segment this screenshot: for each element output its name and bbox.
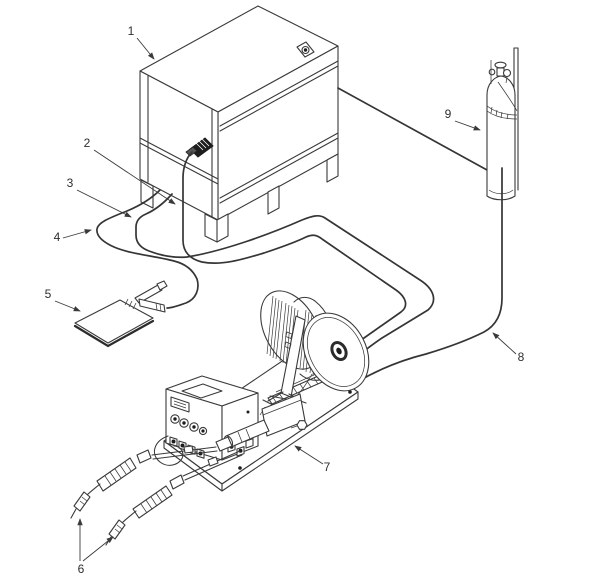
gun-plug-ribs	[195, 138, 210, 151]
interconnect-cables	[96, 151, 435, 380]
wire-drive-assembly	[215, 393, 308, 452]
cylinder-neck	[496, 67, 505, 77]
gun-control-cable-2	[182, 151, 407, 372]
callout-2: 2	[84, 136, 176, 205]
callout-9-leader	[454, 120, 481, 131]
callout-1-label: 1	[128, 24, 135, 38]
callout-8: 8	[492, 332, 525, 364]
wire-spool-illustration	[260, 290, 370, 407]
feeder-display	[170, 396, 190, 413]
regulator-body	[502, 68, 512, 78]
clamp-details	[124, 298, 162, 312]
bracket-holes	[284, 331, 293, 350]
callout-8-leader	[492, 332, 517, 355]
feeder-lid	[181, 383, 223, 399]
cylinder-strap-shoulder	[497, 81, 518, 112]
workpiece-and-clamp	[73, 280, 168, 348]
torch2-nozzle-ribs	[114, 524, 123, 534]
torch1-conduit-collar	[183, 445, 194, 454]
torch2-handle	[132, 485, 173, 519]
torch2-neck	[121, 510, 137, 524]
callout-9: 9	[445, 107, 481, 131]
callout-1-leader	[136, 37, 155, 60]
callout-3-label: 3	[67, 176, 74, 190]
callout-5-leader	[54, 300, 81, 312]
cylinder-body	[486, 75, 516, 201]
side-panel-seams	[219, 60, 339, 204]
feeder-screw	[246, 410, 250, 414]
tension-nut	[296, 420, 308, 430]
callout-2-leader	[93, 149, 176, 205]
callout-7-label: 7	[324, 460, 331, 474]
callout-9-label: 9	[445, 107, 452, 121]
torch1-neck	[86, 483, 101, 496]
callout-6: 6	[77, 518, 114, 576]
torch1-handle	[96, 457, 137, 492]
callout-5: 5	[45, 287, 81, 312]
torch1-nozzle	[73, 491, 91, 512]
plate-bolt-2	[238, 466, 242, 470]
torch1-conduit	[151, 446, 218, 460]
torch2-handle-ribs	[140, 489, 168, 514]
weld-power-cable-3	[135, 193, 435, 380]
work-clamp-body	[138, 298, 166, 313]
gun-adapter	[215, 436, 233, 452]
workpiece-edge	[73, 319, 155, 348]
plate-bolt-1	[348, 390, 352, 394]
callouts: 1 2 3 4 5 6 7 8	[45, 24, 525, 576]
regulator-gauge	[488, 68, 496, 76]
callout-7-leader	[294, 445, 324, 465]
callout-6-leader-b	[82, 536, 114, 562]
callout-4: 4	[54, 229, 92, 244]
work-cable-4	[96, 189, 199, 309]
valve-handwheel	[494, 61, 507, 69]
callout-8-label: 8	[518, 350, 525, 364]
feeder-knobs	[170, 414, 208, 436]
torch1-tip	[70, 508, 77, 519]
callout-7: 7	[294, 445, 331, 474]
torch1-connector	[136, 449, 152, 464]
torch1-nozzle-ribs	[79, 496, 88, 506]
torch2-conduit-collar	[207, 456, 219, 467]
callout-3: 3	[67, 176, 132, 218]
clamp-lever-cap	[156, 280, 168, 291]
spool-hub-hole	[336, 347, 342, 355]
torch1-handle-ribs	[104, 461, 132, 486]
lifting-eye-pin	[303, 48, 308, 52]
spool-flange-rim	[306, 317, 366, 387]
machine-legs	[140, 153, 339, 243]
torch-assemblies	[70, 445, 243, 546]
callout-3-leader	[76, 189, 132, 218]
drive-housing-seam	[262, 399, 302, 416]
gas-hose-cable	[347, 167, 503, 391]
clamp-lever	[134, 284, 163, 304]
front-panel-seams	[139, 75, 219, 218]
cylinder-chain	[486, 105, 518, 120]
barrel-ribs	[237, 428, 251, 443]
torch2-nozzle	[108, 519, 126, 540]
callout-4-leader	[62, 229, 92, 239]
tension-stem	[290, 425, 298, 429]
workpiece-plate	[74, 299, 154, 344]
regulator-pipes	[490, 60, 508, 84]
callout-2-label: 2	[84, 136, 91, 150]
callout-1: 1	[128, 24, 155, 60]
torch2-connector	[169, 474, 185, 490]
feeder-display-lines	[173, 400, 187, 409]
gas-cylinder-illustration	[486, 47, 519, 201]
feeder-jumper-hose	[153, 435, 184, 466]
callout-6-label: 6	[78, 562, 85, 576]
callout-5-label: 5	[45, 287, 52, 301]
power-source-illustration	[139, 5, 339, 243]
gas-hose-to-machine	[337, 87, 488, 171]
callout-4-label: 4	[54, 230, 61, 244]
